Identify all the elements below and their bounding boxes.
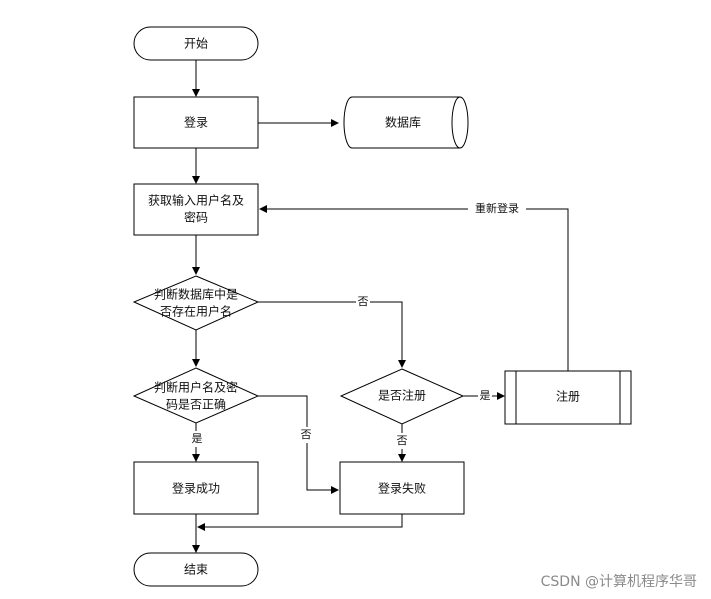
- database-cylinder-edge: [451, 96, 461, 149]
- check-user-label-line1: 判断数据库中是: [154, 287, 238, 302]
- get-user-process: [133, 183, 259, 236]
- get-user-label-line2: 密码: [184, 210, 208, 225]
- register-label: 注册: [556, 389, 580, 404]
- login-fail-label: 登录失败: [378, 481, 426, 496]
- end-terminal: [133, 552, 259, 587]
- check-password-label-line2: 码是否正确: [166, 398, 226, 412]
- end-label: 结束: [184, 563, 208, 577]
- edge-register-getuser: [259, 205, 569, 371]
- edge-label-registered-no: 否: [397, 434, 408, 447]
- login-process: [133, 96, 259, 149]
- database-label: 数据库: [385, 115, 421, 130]
- start-label: 开始: [184, 37, 208, 51]
- is-registered-decision: [339, 368, 465, 425]
- login-success-label: 登录成功: [172, 481, 220, 496]
- is-registered-label: 是否注册: [378, 388, 426, 403]
- edge-label-relogin: 重新登录: [475, 201, 519, 215]
- edge-label-password-no: 否: [301, 428, 312, 441]
- check-password-decision: [132, 367, 260, 424]
- check-user-decision: [132, 275, 260, 331]
- edge-label-password-yes: 是: [192, 432, 203, 445]
- edge-fail-end: [197, 514, 403, 531]
- login-fail-process: [339, 461, 465, 515]
- watermark: CSDN @计算机程序华哥: [540, 574, 697, 590]
- start-terminal: [133, 26, 259, 61]
- register-predefined-process: [504, 370, 632, 425]
- edge-label-user-not-found: 否: [358, 295, 369, 308]
- get-user-label-line1: 获取输入用户名及: [148, 193, 244, 208]
- login-label: 登录: [184, 115, 208, 130]
- check-user-label-line2: 否存在用户名: [160, 304, 232, 319]
- login-success-process: [133, 461, 259, 515]
- edge-label-registered-yes: 是: [480, 389, 491, 402]
- edge-checkuser-isregistered: [258, 301, 406, 368]
- check-password-label-line1: 判断用户名及密: [154, 380, 238, 395]
